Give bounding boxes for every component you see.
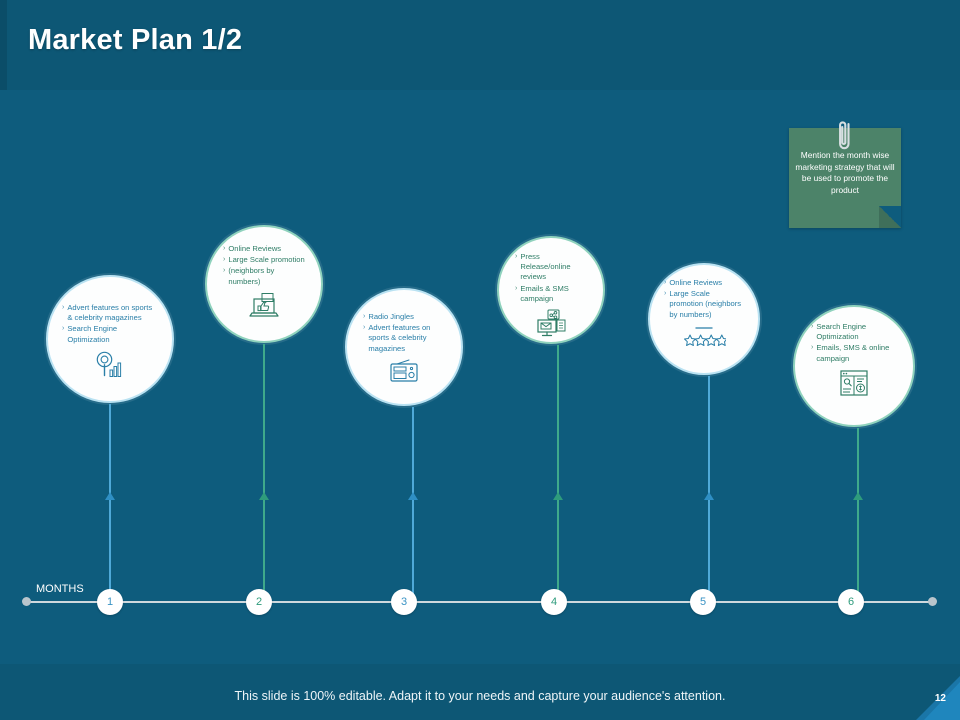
slide-header: Market Plan 1/2 [0,0,960,90]
chevron-right-icon: › [62,325,65,333]
list-item: › Radio Jingles [363,312,414,321]
chevron-right-icon: › [223,245,226,252]
list-item: › Search Engine Optimization [811,322,867,342]
connector-arrow-4 [553,492,563,500]
list-item: › (neighbors by numbers) [223,266,275,286]
connector-line-5 [708,376,710,600]
list-item: › Large Scale promotion [223,255,305,265]
bullet-list-2: › Online Reviews › Large Scale promotion… [223,244,305,288]
connector-line-1 [109,404,111,600]
list-item: › Search Engine Optimization [62,324,118,344]
bubble-content-6: › Search Engine Optimization › Emails, S… [795,307,913,425]
connector-line-6 [857,428,859,600]
laptop-thumbs-up-icon [249,292,279,317]
milestone-bubble-1[interactable]: › Advert features on sports & celebrity … [46,275,174,403]
timeline-node-1[interactable]: 1 [97,589,123,615]
paperclip-icon [839,121,850,150]
list-item: › Press Release/online reviews [515,252,571,282]
bullet-list-5: › Online Reviews › Large Scale promotion… [664,278,744,321]
browser-seo-icon [840,370,868,396]
header-accent-bar [0,0,7,90]
connector-arrow-6 [853,492,863,500]
chevron-right-icon: › [62,304,65,311]
chevron-right-icon: › [515,284,518,292]
milestone-bubble-6[interactable]: › Search Engine Optimization › Emails, S… [793,305,915,427]
timeline-start-dot [22,597,31,606]
bullet-list-4: › Press Release/online reviews › Emails … [515,252,587,305]
bubble-content-4: › Press Release/online reviews › Emails … [499,238,603,342]
timeline-axis [28,601,932,603]
timeline-node-3[interactable]: 3 [391,589,417,615]
connector-line-3 [412,407,414,600]
chevron-right-icon: › [223,267,226,275]
list-item: › Online Reviews [223,244,282,253]
timeline-node-5[interactable]: 5 [690,589,716,615]
list-item: › Emails, SMS & online campaign [811,343,890,363]
chevron-right-icon: › [223,256,226,264]
bubble-content-5: › Online Reviews › Large Scale promotion… [650,265,758,373]
bullet-list-6: › Search Engine Optimization › Emails, S… [811,322,897,365]
sticky-note[interactable]: Mention the month wise marketing strateg… [789,121,901,228]
list-item: › Emails & SMS campaign [515,283,569,303]
connector-arrow-3 [408,492,418,500]
footer-text: This slide is 100% editable. Adapt it to… [234,689,726,703]
chevron-right-icon: › [664,279,667,286]
chevron-right-icon: › [515,253,518,260]
seo-magnifier-chart-icon [96,351,122,377]
sticky-note-fold-corner [879,206,901,228]
list-item: › Large Scale promotion (neighbors by nu… [664,289,742,319]
connector-arrow-1 [105,492,115,500]
chevron-right-icon: › [363,324,366,332]
footer-bar [0,664,960,720]
chevron-right-icon: › [811,323,814,330]
connector-arrow-2 [259,492,269,500]
chevron-right-icon: › [664,290,667,298]
connector-line-4 [557,345,559,600]
bubble-content-1: › Advert features on sports & celebrity … [48,277,172,401]
connector-line-2 [263,344,265,600]
bubble-content-2: › Online Reviews › Large Scale promotion… [207,227,321,341]
bullet-list-3: › Radio Jingles › Advert features on spo… [363,312,445,355]
bubble-content-3: › Radio Jingles › Advert features on spo… [347,290,461,404]
star-rating-icon [684,327,726,346]
email-share-monitor-icon [537,309,566,337]
page-number-text: 12 [934,693,946,704]
list-item: › Advert features on sports & celebrity … [363,323,431,353]
list-item: › Advert features on sports & celebrity … [62,303,153,323]
timeline-node-2[interactable]: 2 [246,589,272,615]
connector-arrow-5 [704,492,714,500]
list-item: › Online Reviews [664,278,723,287]
chevron-right-icon: › [363,313,366,320]
milestone-bubble-3[interactable]: › Radio Jingles › Advert features on spo… [345,288,463,406]
timeline-node-6[interactable]: 6 [838,589,864,615]
timeline-node-4[interactable]: 4 [541,589,567,615]
milestone-bubble-2[interactable]: › Online Reviews › Large Scale promotion… [205,225,323,343]
bullet-list-1: › Advert features on sports & celebrity … [62,303,158,346]
page-title: Market Plan 1/2 [28,24,243,56]
page-badge-shape [916,676,960,720]
timeline-end-dot [928,597,937,606]
sticky-note-text: Mention the month wise marketing strateg… [795,150,895,195]
chevron-right-icon: › [811,344,814,352]
page-number-badge: 12 [902,676,960,720]
timeline-axis-label: MONTHS [36,583,84,595]
milestone-bubble-5[interactable]: › Online Reviews › Large Scale promotion… [648,263,760,375]
milestone-bubble-4[interactable]: › Press Release/online reviews › Emails … [497,236,605,344]
radio-icon [390,359,418,382]
